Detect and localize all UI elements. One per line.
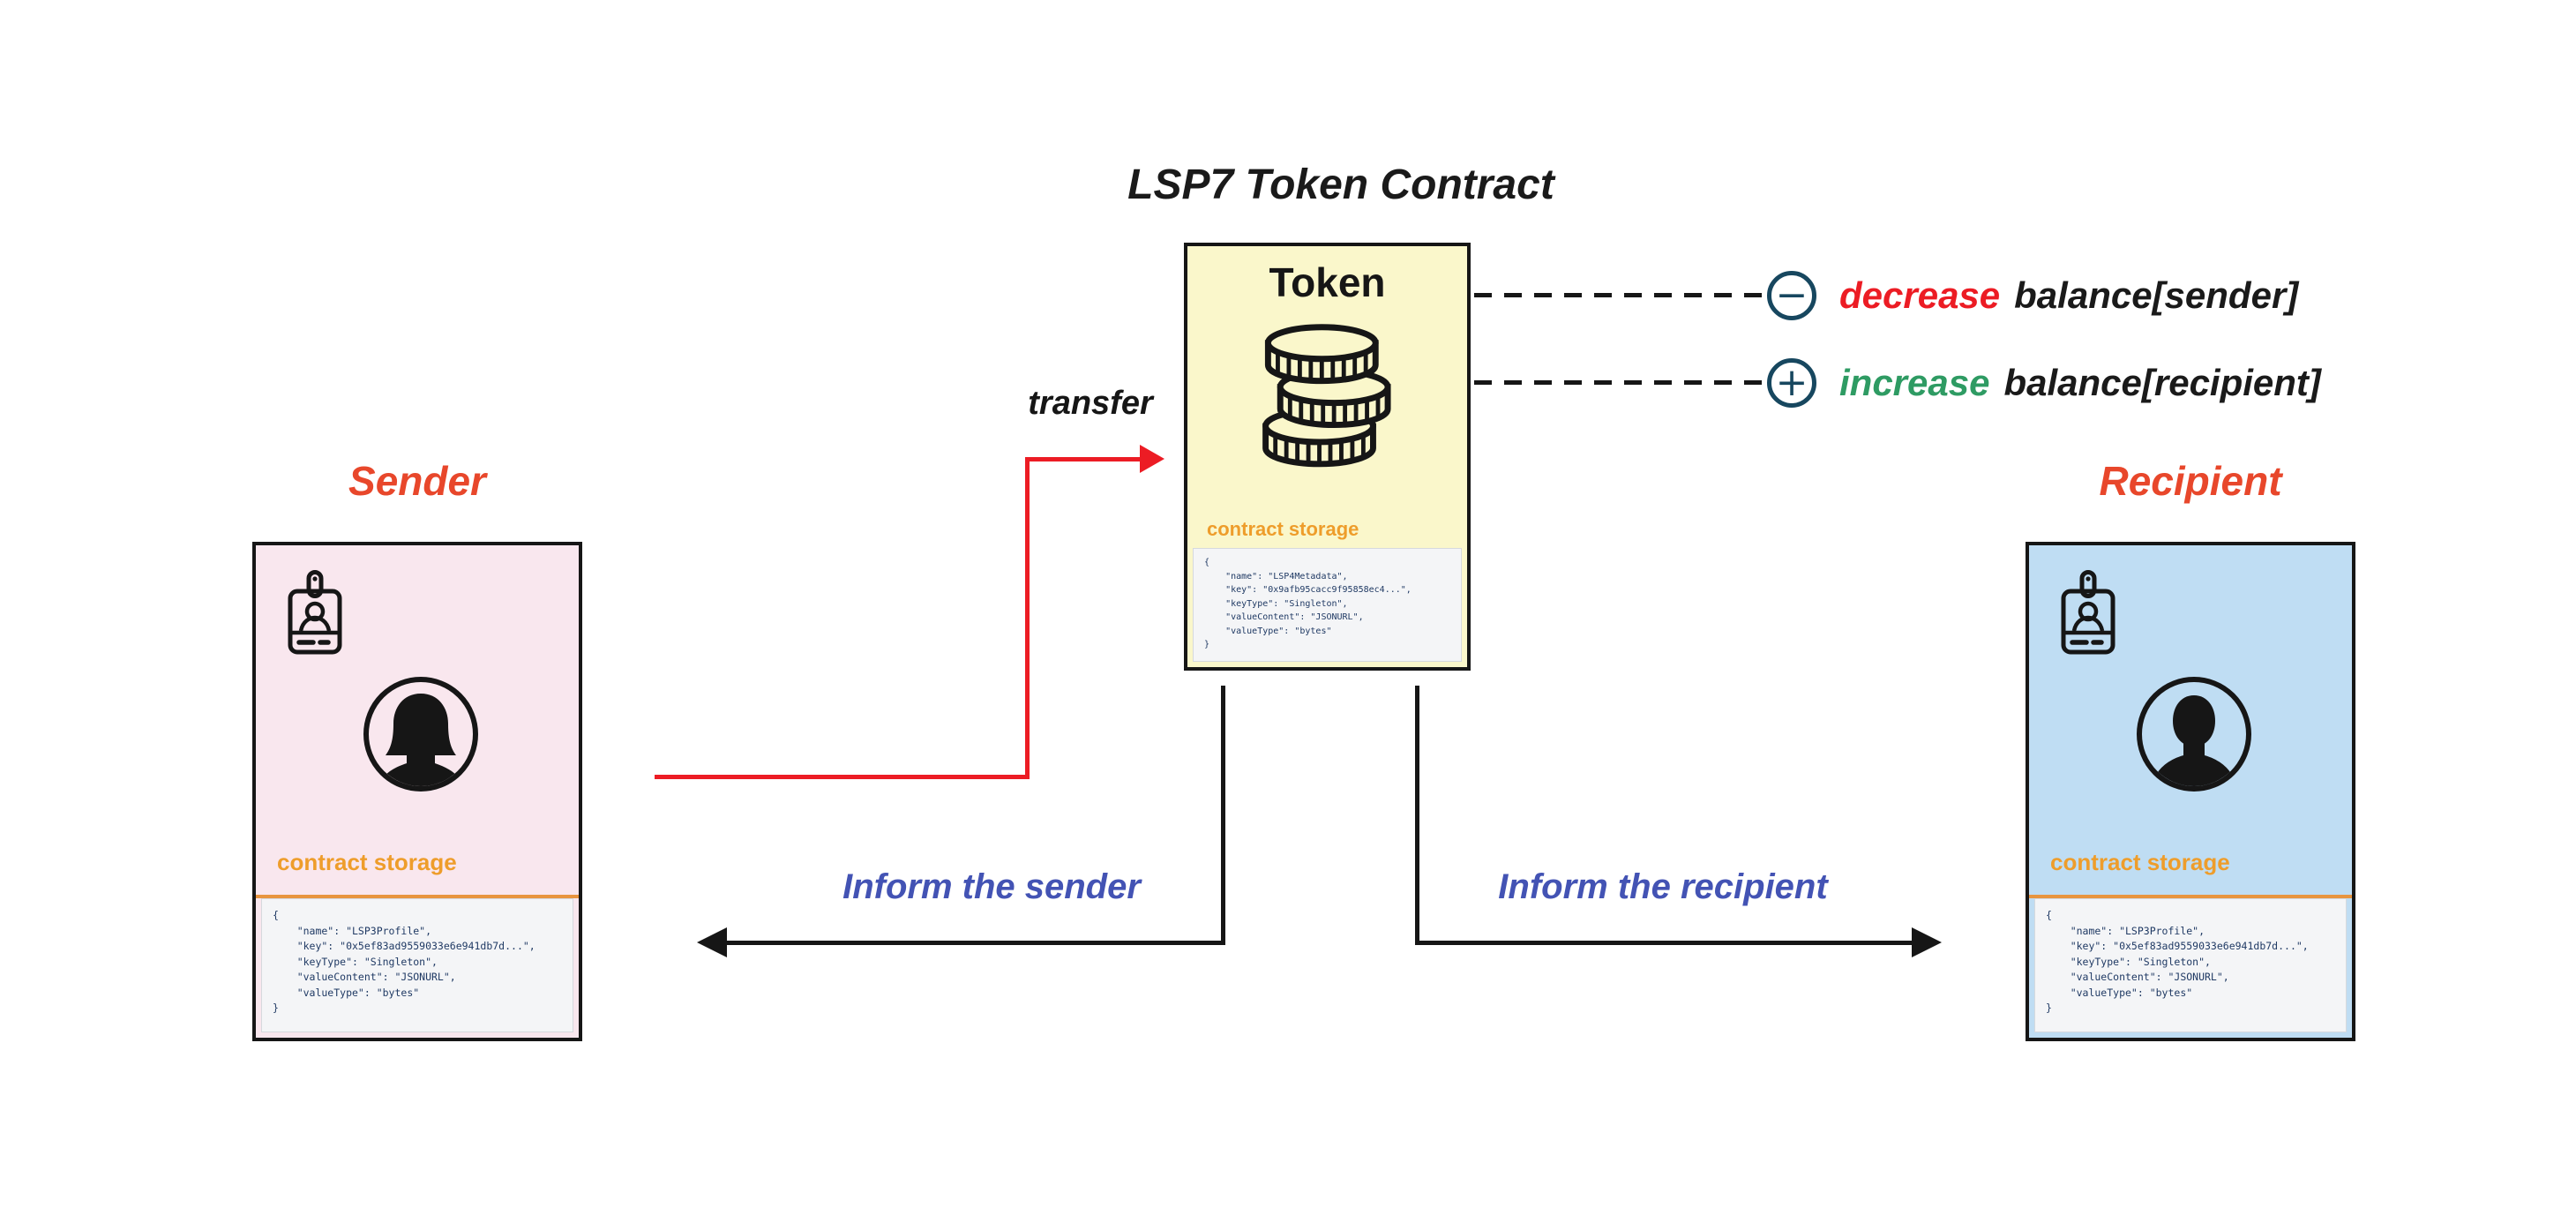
decrease-balance-label: decrease balance[sender] [1839, 270, 2298, 321]
male-avatar-icon [2137, 677, 2251, 792]
page-title: LSP7 Token Contract [1127, 161, 1554, 208]
minus-symbol: − [1775, 273, 1808, 318]
contract-storage-label: contract storage [2050, 849, 2230, 875]
increase-dashed-line [1474, 380, 1767, 385]
coin-stack-icon [1251, 319, 1410, 474]
transfer-arrow-vertical-segment [1025, 457, 1030, 779]
minus-circle-icon: − [1767, 271, 1816, 320]
token-storage-json: { "name": "LSP4Metadata", "key": "0x9afb… [1204, 558, 1412, 649]
contract-storage-label: contract storage [1207, 518, 1359, 540]
inform-recipient-horizontal-segment [1415, 941, 1913, 945]
inform-sender-arrowhead-icon [697, 927, 727, 957]
storage-divider [2029, 895, 2352, 898]
plus-symbol: + [1775, 360, 1808, 405]
inform-sender-label: Inform the sender [842, 867, 1141, 906]
inform-recipient-arrowhead-icon [1912, 927, 1942, 957]
sender-storage-code-block: { "name": "LSP3Profile", "key": "0x5ef83… [261, 898, 573, 1032]
sender-storage-json: { "name": "LSP3Profile", "key": "0x5ef83… [273, 909, 535, 1014]
inform-sender-horizontal-segment [725, 941, 1225, 945]
inform-sender-vertical-segment [1221, 686, 1225, 944]
token-contract-box: Token cont [1184, 243, 1471, 671]
recipient-storage-json: { "name": "LSP3Profile", "key": "0x5ef83… [2046, 909, 2309, 1014]
increase-target-text: balance[recipient] [2003, 362, 2321, 403]
token-storage-code-block: { "name": "LSP4Metadata", "key": "0x9afb… [1193, 548, 1462, 662]
transfer-arrowhead-icon [1140, 445, 1164, 473]
plus-circle-icon: + [1767, 358, 1816, 408]
id-badge-icon [2061, 570, 2115, 655]
recipient-storage-code-block: { "name": "LSP3Profile", "key": "0x5ef83… [2034, 898, 2347, 1032]
recipient-profile-box: contract storage { "name": "LSP3Profile"… [2026, 542, 2355, 1041]
sender-title: Sender [348, 458, 486, 504]
female-avatar-icon [363, 677, 478, 792]
storage-divider [256, 895, 579, 898]
transfer-arrow-bottom-segment [655, 775, 1029, 779]
transfer-arrow-top-segment [1025, 457, 1142, 461]
recipient-title: Recipient [2099, 458, 2282, 504]
inform-recipient-vertical-segment [1415, 686, 1419, 944]
contract-storage-label: contract storage [277, 849, 457, 875]
decrease-target-text: balance[sender] [2014, 274, 2299, 316]
increase-balance-label: increase balance[recipient] [1839, 357, 2321, 409]
id-badge-icon [288, 570, 342, 655]
decrease-dashed-line [1474, 293, 1767, 297]
token-heading: Token [1269, 259, 1386, 305]
inform-recipient-label: Inform the recipient [1498, 867, 1828, 906]
decrease-action-text: decrease [1839, 274, 2001, 316]
transfer-label: transfer [1028, 385, 1153, 422]
increase-action-text: increase [1839, 362, 1990, 403]
sender-profile-box: contract storage { "name": "LSP3Profile"… [252, 542, 582, 1041]
